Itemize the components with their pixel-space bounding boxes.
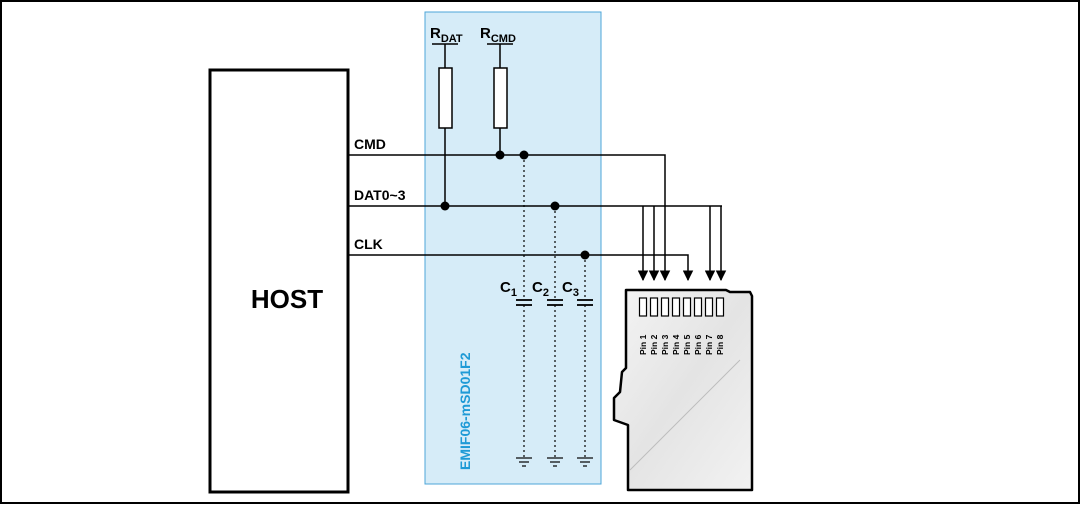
microsd-card bbox=[612, 288, 754, 492]
card-contact-1 bbox=[638, 297, 648, 317]
card-contact-7 bbox=[704, 297, 714, 317]
pin-label-3: Pin 3 bbox=[660, 334, 670, 355]
c1-label-sub: 1 bbox=[511, 287, 517, 299]
rdat-label: RDAT bbox=[430, 25, 463, 45]
rcmd-label-sub: CMD bbox=[491, 33, 516, 45]
pin-label-4: Pin 4 bbox=[671, 334, 681, 355]
card-contact-2 bbox=[649, 297, 659, 317]
pin-label-1: Pin 1 bbox=[638, 334, 648, 355]
c2-label: C2 bbox=[532, 279, 549, 299]
card-contact-3 bbox=[660, 297, 670, 317]
chip-body bbox=[424, 11, 602, 485]
rcmd-label-main: R bbox=[480, 25, 491, 42]
cmd-line bbox=[348, 154, 671, 282]
cmd-label: CMD bbox=[354, 136, 386, 152]
pin-label-8: Pin 8 bbox=[715, 334, 725, 355]
c1-label: C1 bbox=[500, 279, 517, 299]
card-contact-8 bbox=[715, 297, 725, 317]
c3-label-sub: 3 bbox=[573, 287, 579, 299]
card-contact-6 bbox=[693, 297, 703, 317]
rcmd-label: RCMD bbox=[480, 25, 516, 45]
card-contact-4 bbox=[671, 297, 681, 317]
capacitor-group bbox=[516, 155, 593, 467]
chip-label: EMIF06-mSD01F2 bbox=[457, 352, 473, 470]
host-box bbox=[208, 68, 350, 494]
rdat-label-sub: DAT bbox=[441, 33, 463, 45]
c2-label-main: C bbox=[532, 279, 543, 296]
c3-label-main: C bbox=[562, 279, 573, 296]
capacitor-c1 bbox=[516, 155, 532, 467]
rdat-label-main: R bbox=[430, 25, 441, 42]
pin-label-7: Pin 7 bbox=[704, 334, 714, 355]
junction-dat-rdat bbox=[440, 201, 450, 211]
junction-cmd-rcmd bbox=[495, 150, 505, 160]
clk-label: CLK bbox=[354, 236, 383, 252]
capacitor-c3 bbox=[577, 255, 593, 467]
clk-line bbox=[348, 254, 694, 282]
pin-label-6: Pin 6 bbox=[693, 334, 703, 355]
card-sheen bbox=[629, 359, 741, 471]
c3-label: C3 bbox=[562, 279, 579, 299]
pin-label-2: Pin 2 bbox=[649, 334, 659, 355]
card-contacts bbox=[638, 297, 725, 317]
card-contact-5 bbox=[682, 297, 692, 317]
c1-label-main: C bbox=[500, 279, 511, 296]
host-label: HOST bbox=[251, 284, 323, 314]
resistor-rdat bbox=[432, 43, 458, 206]
capacitor-c2 bbox=[547, 206, 563, 467]
dat-label: DAT0~3 bbox=[354, 187, 406, 203]
pin-label-5: Pin 5 bbox=[682, 334, 692, 355]
c2-label-sub: 2 bbox=[543, 287, 549, 299]
